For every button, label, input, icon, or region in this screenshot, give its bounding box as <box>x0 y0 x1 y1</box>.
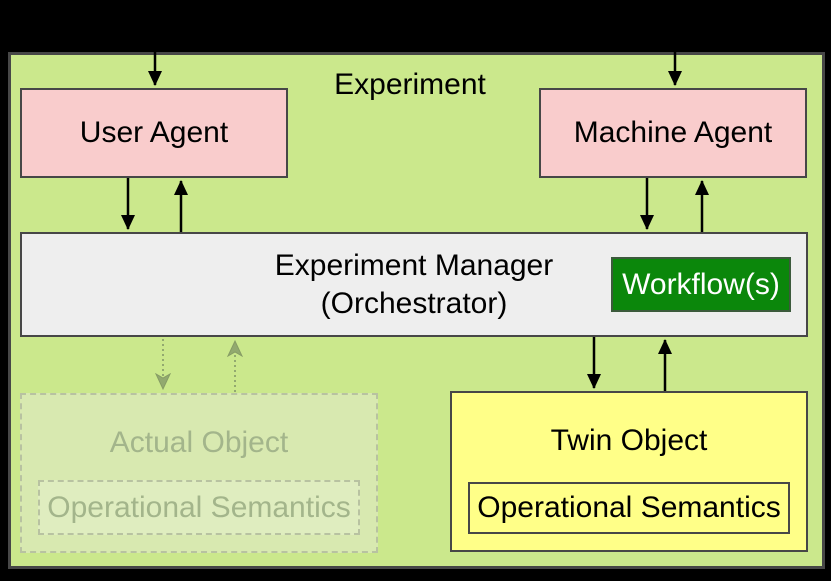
experiment-manager-box: Experiment Manager (Orchestrator) <box>20 232 808 337</box>
actual-object-operational-semantics-label: Operational Semantics <box>47 490 351 524</box>
user-agent-label: User Agent <box>79 116 229 149</box>
experiment-manager-label-line1: Experiment Manager <box>274 248 554 282</box>
twin-object-operational-semantics-box: Operational Semantics <box>468 482 790 534</box>
machine-agent-box: Machine Agent <box>539 88 807 178</box>
experiment-manager-label-line2: (Orchestrator) <box>320 286 508 320</box>
twin-object-label: Twin Object <box>550 424 708 457</box>
workflow-box: Workflow(s) <box>611 257 791 312</box>
actual-object-operational-semantics-box: Operational Semantics <box>38 480 360 535</box>
user-agent-box: User Agent <box>20 88 288 178</box>
twin-object-operational-semantics-label: Operational Semantics <box>477 491 781 524</box>
actual-object-label: Actual Object <box>109 426 289 459</box>
experiment-title: Experiment <box>334 68 486 101</box>
workflow-label: Workflow(s) <box>622 267 780 301</box>
machine-agent-label: Machine Agent <box>573 116 773 149</box>
